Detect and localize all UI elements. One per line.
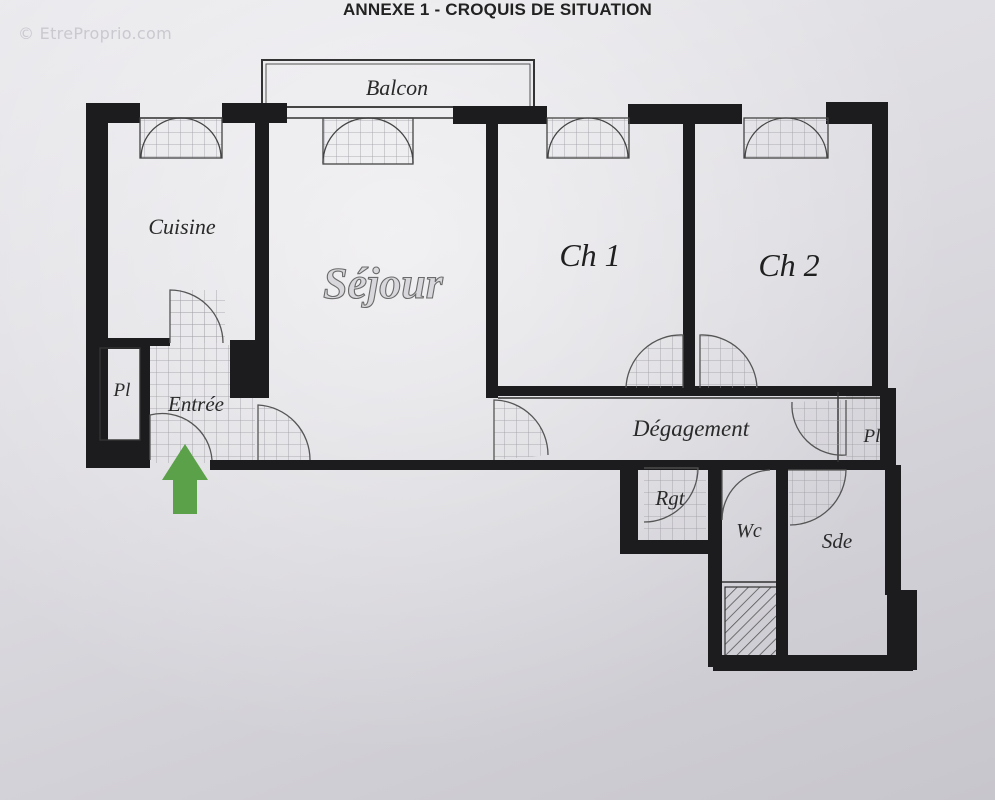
window-ch1 xyxy=(546,117,630,159)
hatched-shaft xyxy=(724,586,784,658)
label-rgt: Rgt xyxy=(654,486,685,510)
label-sde: Sde xyxy=(822,529,852,553)
label-balcon: Balcon xyxy=(366,75,428,100)
label-entree: Entrée xyxy=(167,392,224,416)
window-kitchen xyxy=(139,117,223,159)
watermark: © EtreProprio.com xyxy=(18,24,172,43)
label-ch1: Ch 1 xyxy=(559,237,620,273)
window-ch2 xyxy=(743,117,829,159)
page-title: ANNEXE 1 - CROQUIS DE SITUATION xyxy=(342,0,653,19)
door-swings xyxy=(149,289,847,526)
label-pl-right: Pl xyxy=(863,426,881,447)
label-pl-left: Pl xyxy=(113,380,131,401)
up-arrow-icon xyxy=(162,444,208,514)
label-sejour: Séjour xyxy=(323,259,444,308)
balcony xyxy=(261,59,535,108)
window-sejour xyxy=(322,117,414,165)
label-ch2: Ch 2 xyxy=(758,247,819,283)
label-wc: Wc xyxy=(736,520,762,542)
label-cuisine: Cuisine xyxy=(148,214,215,239)
walls xyxy=(86,102,917,671)
label-degagement: Dégagement xyxy=(632,416,750,441)
